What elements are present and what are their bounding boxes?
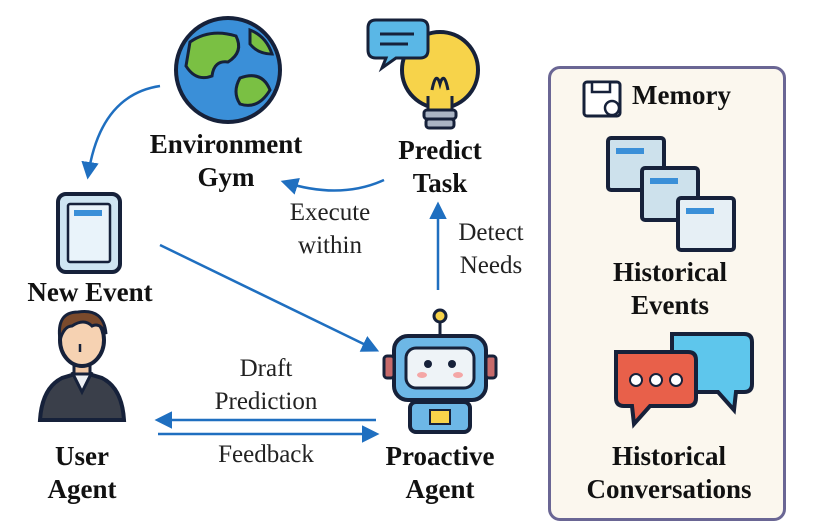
environment-gym-label: Environment Gym — [149, 129, 303, 192]
execute-within-label: Execute within — [289, 199, 371, 259]
detect-needs-label: Detect Needs — [458, 219, 524, 279]
user-agent-label: User Agent — [47, 441, 117, 504]
predict-task-label: Predict Task — [398, 135, 482, 198]
arrow-predict-to-gym — [280, 177, 385, 195]
arrow-new-event-to-proactive — [159, 243, 380, 352]
proactive-agent-label: Proactive Agent — [385, 441, 495, 504]
memory-icon — [582, 80, 622, 118]
memory-panel — [548, 66, 786, 521]
user-avatar-icon — [37, 309, 127, 422]
memory-title: Memory — [632, 80, 731, 110]
lightbulb-icon — [366, 18, 480, 130]
historical-conversations-label: Historical Conversations — [586, 441, 752, 504]
chat-bubbles-icon — [614, 332, 754, 429]
robot-icon — [382, 308, 498, 434]
draft-prediction-label: Draft Prediction — [214, 355, 318, 415]
globe-icon — [174, 16, 282, 124]
historical-events-icon — [606, 136, 736, 252]
new-event-label: New Event — [27, 277, 153, 307]
arrows — [81, 84, 447, 443]
tablet-icon — [56, 192, 122, 274]
feedback-label: Feedback — [218, 441, 314, 468]
historical-events-label: Historical Events — [613, 257, 727, 320]
arrow-gym-to-new-event — [81, 84, 161, 180]
